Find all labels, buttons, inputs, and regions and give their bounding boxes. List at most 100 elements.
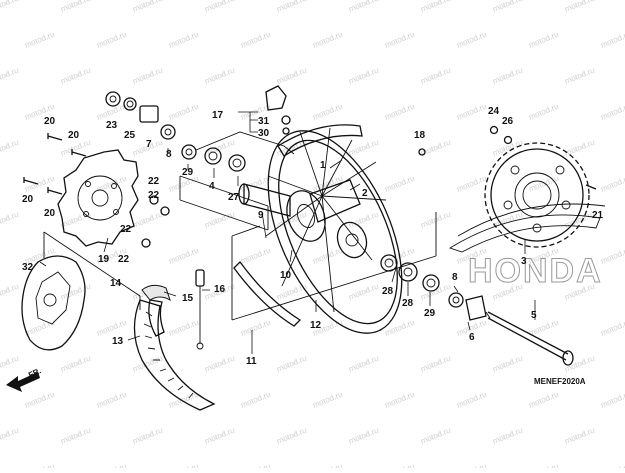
front-direction-arrow: FR. (6, 366, 43, 392)
watermark-text: motod.ru (599, 102, 625, 122)
watermark-text: motod.ru (131, 210, 164, 230)
label-19: 19 (98, 254, 110, 265)
watermark-text: motod.ru (563, 354, 596, 374)
label-26: 26 (502, 116, 514, 127)
label-22c: 22 (120, 224, 132, 235)
label-21: 21 (592, 210, 604, 221)
watermark-text: motod.ru (95, 102, 128, 122)
watermark-text: motod.ru (59, 354, 92, 374)
watermark-text: motod.ru (347, 66, 380, 86)
watermark-text: motod.ru (383, 30, 416, 50)
watermark-text: motod.ru (95, 30, 128, 50)
label-1: 1 (320, 160, 326, 171)
watermark-text: motod.ru (347, 354, 380, 374)
label-20c: 20 (22, 194, 34, 205)
wheel-hub (286, 179, 368, 259)
watermark-text: motod.ru (599, 30, 625, 50)
watermark-text: motod.ru (203, 426, 236, 446)
watermark-text: motod.ru (311, 102, 344, 122)
label-32: 32 (22, 262, 34, 273)
label-29a: 29 (182, 167, 194, 178)
watermark-text: motod.ru (275, 66, 308, 86)
watermark-text: motod.ru (23, 30, 56, 50)
watermark-text: motod.ru (239, 390, 272, 410)
label-22d: 22 (118, 254, 130, 265)
spokes (265, 127, 387, 313)
watermark-text: motod.ru (131, 354, 164, 374)
watermark-text: motod.ru (0, 210, 20, 230)
watermark-text: motod.ru (527, 174, 560, 194)
disc-bolts (23, 133, 87, 195)
watermark-text: motod.ru (95, 462, 128, 468)
watermark-text: motod.ru (491, 0, 524, 14)
label-25: 25 (124, 130, 136, 141)
honda-text: HONDA (468, 252, 603, 290)
watermark-text: motod.ru (95, 318, 128, 338)
watermark-text: motod.ru (491, 426, 524, 446)
diagram-code: MENEF2020A (534, 377, 586, 386)
watermark-text: motod.ru (347, 282, 380, 302)
watermark-text: motod.ru (239, 246, 272, 266)
watermark-text: motod.ru (455, 390, 488, 410)
label-30: 30 (258, 128, 270, 139)
watermark-text: motod.ru (203, 210, 236, 230)
watermark-text: motod.ru (95, 174, 128, 194)
watermark-text: motod.ru (383, 318, 416, 338)
watermark-text: motod.ru (167, 462, 200, 468)
watermark-text: motod.ru (23, 318, 56, 338)
label-24: 24 (488, 106, 500, 117)
watermark-text: motod.ru (347, 210, 380, 230)
label-14: 14 (110, 278, 122, 289)
watermark-text: motod.ru (347, 138, 380, 158)
watermark-text: motod.ru (239, 318, 272, 338)
watermark-text: motod.ru (383, 174, 416, 194)
watermark-text: motod.ru (167, 318, 200, 338)
watermark-text: motod.ru (563, 66, 596, 86)
axle-parts (448, 292, 574, 366)
watermark-text: motod.ru (563, 426, 596, 446)
watermark-text: motod.ru (0, 66, 20, 86)
disc-nuts (141, 195, 170, 248)
part-labels: 1 2 3 4 5 6 7 8 8 9 10 11 12 13 14 15 16… (22, 106, 604, 367)
label-12: 12 (310, 320, 322, 331)
watermark-text: motod.ru (59, 426, 92, 446)
right-bearings (380, 148, 440, 292)
label-22b: 22 (148, 190, 160, 201)
watermark-text: motod.ru (59, 0, 92, 14)
watermark-text: motod.ru (167, 102, 200, 122)
label-17: 17 (212, 110, 224, 121)
watermark-text: motod.ru (275, 426, 308, 446)
label-11: 11 (246, 356, 257, 367)
watermark-text: motod.ru (0, 282, 20, 302)
label-4: 4 (209, 181, 215, 192)
honda-wing-logo: HONDA (448, 203, 606, 291)
watermark-text: motod.ru (131, 0, 164, 14)
watermark-text: motod.ru (563, 138, 596, 158)
label-3: 3 (521, 256, 527, 267)
label-29b: 29 (424, 308, 436, 319)
watermark-text: motod.ru (0, 426, 20, 446)
watermark-text: motod.ru (455, 462, 488, 468)
watermark-text: motod.ru (563, 0, 596, 14)
watermark-text: motod.ru (419, 0, 452, 14)
watermark-text: motod.ru (491, 66, 524, 86)
watermark-text: motod.ru (599, 462, 625, 468)
front-label: FR. (27, 366, 42, 380)
watermark-text: motod.ru (383, 462, 416, 468)
rear-sprocket (484, 125, 597, 248)
inner-tube (141, 284, 171, 337)
label-15: 15 (182, 293, 194, 304)
label-7: 7 (146, 139, 152, 150)
watermark-text: motod.ru (419, 354, 452, 374)
watermark-text: motod.ru (599, 246, 625, 266)
label-31: 31 (258, 116, 270, 127)
watermark-text: motod.ru (239, 30, 272, 50)
adjuster-block (238, 85, 291, 135)
brake-disc (57, 149, 139, 247)
label-18: 18 (414, 130, 426, 141)
watermark-text: motod.ru (599, 318, 625, 338)
watermark-text: motod.ru (59, 66, 92, 86)
watermark-text: motod.ru (347, 426, 380, 446)
